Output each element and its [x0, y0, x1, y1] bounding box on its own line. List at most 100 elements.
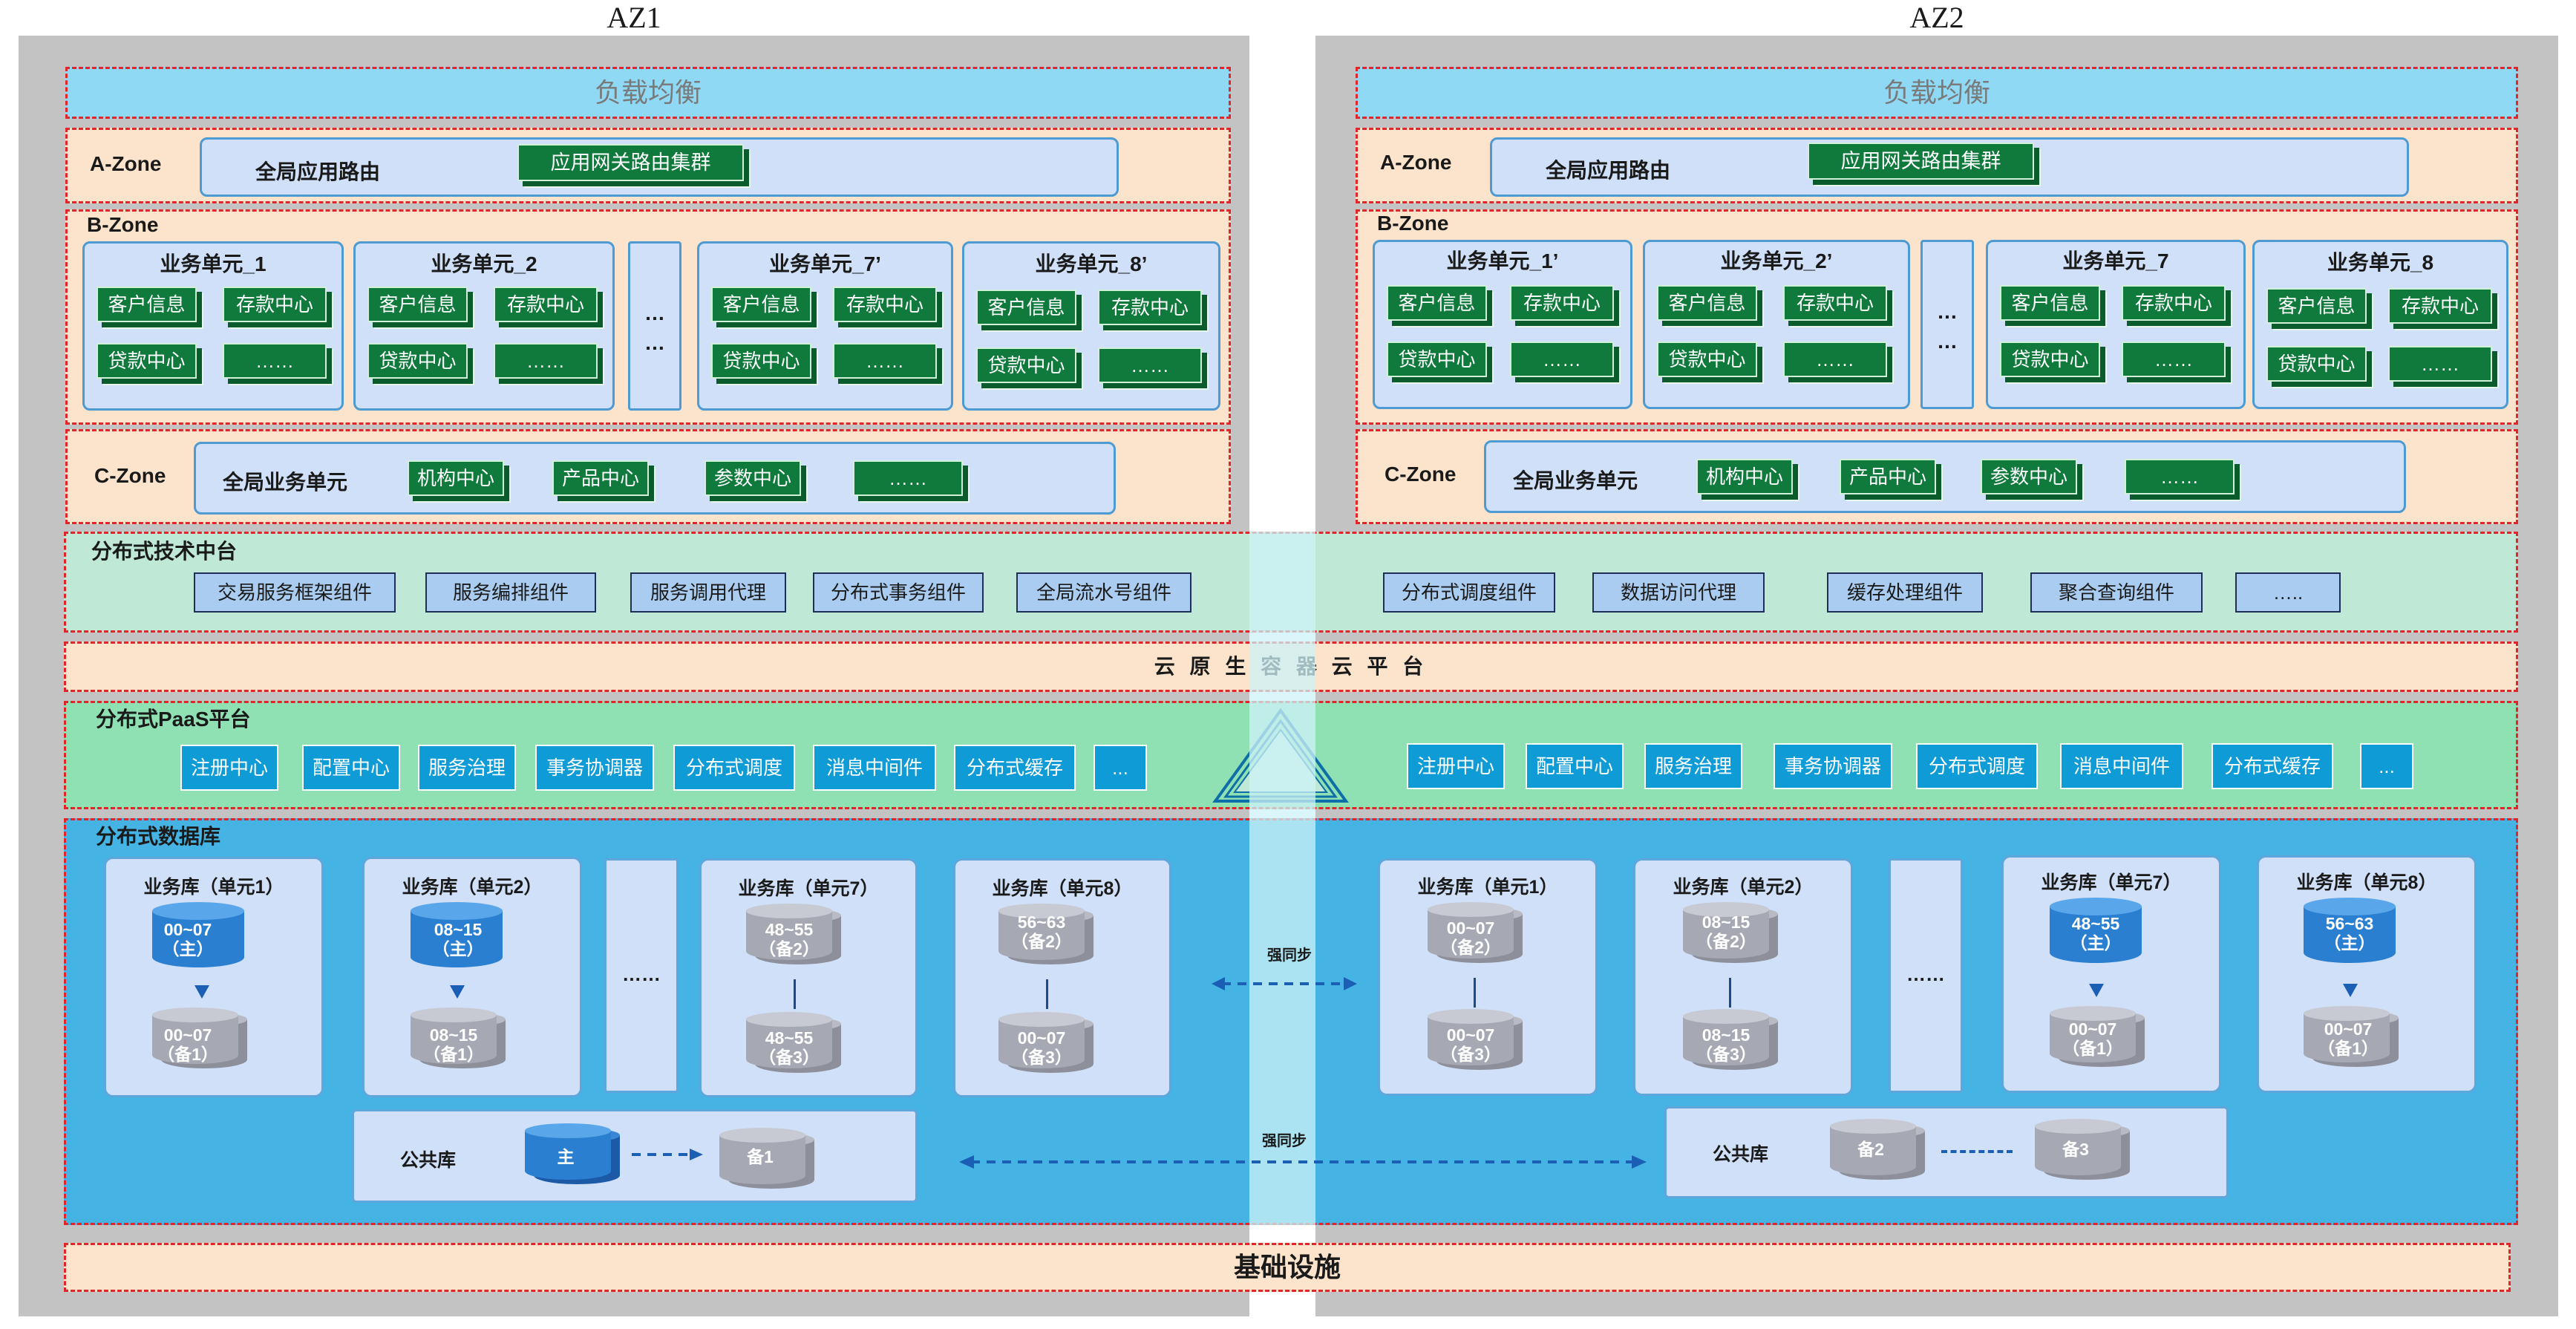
paas-component: 事务协调器 — [1774, 743, 1892, 789]
paas-component: 消息中间件 — [2060, 743, 2183, 789]
component-customer-info: 客户信息 — [2266, 288, 2367, 324]
az1-a-zone-label: A-Zone — [90, 152, 162, 175]
az2-unit-ellipsis-panel: … … — [1920, 240, 1974, 409]
database-master-icon — [525, 1123, 620, 1184]
az2-db-unit7: 业务库（单元7） 48~55 （主） 00~07 （备1） — [2001, 855, 2221, 1093]
az1-title: AZ1 — [607, 1, 661, 34]
component-loan-center: 贷款中心 — [2000, 342, 2100, 377]
component-customer-info: 客户信息 — [2000, 285, 2100, 321]
component-customer-info: 客户信息 — [1657, 285, 1757, 321]
db-title: 业务库（单元1） — [1417, 877, 1558, 898]
component-deposit-center: 存款中心 — [2388, 288, 2492, 324]
component-more: …… — [2388, 346, 2492, 382]
ellipsis-1: … — [1937, 300, 1958, 323]
db-top-role: （备2） — [1440, 938, 1501, 957]
component-deposit-center: 存款中心 — [1510, 285, 1614, 321]
az1-global-unit-title: 全局业务单元 — [223, 471, 348, 494]
az2-db-unit1: 业务库（单元1） 00~07 （备2） 00~07 （备3） — [1378, 858, 1598, 1096]
paas-component: 分布式调度 — [1916, 743, 2038, 789]
database-replica-icon — [746, 904, 841, 964]
database-master-icon — [411, 902, 503, 967]
database-replica-icon — [1428, 1009, 1523, 1070]
public-db-label: 公共库 — [400, 1150, 457, 1171]
az1-unit-7: 业务单元_7’ 客户信息 存款中心 贷款中心 …… — [697, 241, 953, 411]
az1-unit-1: 业务单元_1 客户信息 存款中心 贷款中心 …… — [82, 241, 344, 411]
component-param-center: 参数中心 — [705, 460, 801, 496]
unit-title: 业务单元_2 — [431, 252, 537, 275]
ellipsis-2: … — [644, 331, 665, 354]
ellipsis-1: … — [644, 301, 665, 324]
db-title: 业务库（单元1） — [143, 877, 284, 898]
unit-title: 业务单元_1’ — [1446, 249, 1559, 272]
db-bottom-role: （备3） — [759, 1048, 820, 1067]
db-bottom-range: 00~07 — [2324, 1019, 2373, 1039]
az2-unit-8: 业务单元_8 客户信息 存款中心 贷款中心 …… — [2252, 240, 2508, 409]
link-line — [794, 979, 796, 1009]
az1-unit-ellipsis-panel: … … — [628, 241, 681, 411]
az2-b-zone-label: B-Zone — [1377, 212, 1449, 235]
db-bottom-range: 00~07 — [2068, 1019, 2117, 1039]
component-more: …… — [833, 343, 937, 379]
component-more: …… — [1098, 347, 1202, 383]
paas-component: 注册中心 — [180, 745, 278, 791]
public-db-label: 公共库 — [1713, 1144, 1769, 1165]
db-ellipsis: …… — [622, 963, 661, 985]
az2-global-router-label: 全局应用路由 — [1546, 159, 1671, 182]
component-loan-center: 贷款中心 — [976, 347, 1076, 383]
az2-load-balance: 负载均衡 — [1356, 67, 2518, 119]
database-replica-icon — [2050, 1006, 2145, 1067]
database-replica-icon — [411, 1008, 506, 1068]
az1-db-unit2: 业务库（单元2） 08~15 （主） 08~15 （备1） — [362, 857, 582, 1097]
link-line — [1729, 978, 1731, 1008]
az1-load-balance-label: 负载均衡 — [594, 77, 702, 108]
link-line — [1046, 979, 1048, 1009]
db-top-role: （备2） — [1696, 932, 1756, 951]
database-master-icon — [152, 902, 244, 967]
tech-component: 全局流水号组件 — [1016, 572, 1191, 613]
db-bottom-role: （备1） — [423, 1045, 484, 1064]
az2-load-balance-label: 负载均衡 — [1883, 77, 1990, 108]
ellipsis-2: … — [1937, 330, 1958, 353]
component-loan-center: 贷款中心 — [1657, 342, 1757, 377]
db-bottom-range: 08~15 — [1701, 1025, 1750, 1045]
component-customer-info: 客户信息 — [367, 287, 468, 322]
db-top-range: 08~15 — [1701, 912, 1750, 932]
component-loan-center: 贷款中心 — [97, 343, 197, 379]
paas-component: 服务治理 — [1644, 743, 1742, 789]
db-bottom-role: （备3） — [1440, 1045, 1501, 1064]
az2-c-zone-label: C-Zone — [1385, 463, 1457, 486]
az2-title: AZ2 — [1909, 1, 1964, 34]
az1-unit-2: 业务单元_2 客户信息 存款中心 贷款中心 …… — [353, 241, 615, 411]
az1-c-zone: C-Zone 全局业务单元 机构中心 产品中心 参数中心 …… — [65, 429, 1231, 524]
paas-component: 分布式缓存 — [954, 745, 1076, 791]
db-bottom-role: （备1） — [2318, 1039, 2379, 1058]
center-divider-strip — [1249, 532, 1315, 1225]
database-replica-icon — [998, 904, 1094, 964]
db-label: 分布式数据库 — [96, 825, 221, 848]
paas-component: 注册中心 — [1407, 743, 1505, 789]
db-top-range: 48~55 — [765, 920, 814, 939]
paas-component: 配置中心 — [302, 745, 400, 791]
paas-label: 分布式PaaS平台 — [96, 708, 251, 731]
database-replica-icon — [1830, 1119, 1925, 1180]
db-ellipsis: …… — [1906, 963, 1945, 985]
paas-component: 分布式缓存 — [2211, 743, 2333, 789]
az1-db-unit8: 业务库（单元8） 56~63 （备2） 00~07 （备3） — [953, 858, 1171, 1097]
component-loan-center: 贷款中心 — [367, 343, 468, 379]
component-more: …… — [1510, 342, 1614, 377]
public-db-left-role: 主 — [557, 1147, 575, 1166]
db-top-range: 56~63 — [1017, 912, 1066, 932]
az1-global-router-label: 全局应用路由 — [255, 160, 381, 183]
az2-global-router-panel: 全局应用路由 应用网关路由集群 — [1490, 137, 2409, 197]
db-title: 业务库（单元7） — [2041, 872, 2182, 893]
sync-label-upper: 强同步 — [1267, 947, 1312, 964]
arrow-down-icon — [450, 985, 465, 999]
component-loan-center: 贷款中心 — [711, 343, 811, 379]
database-replica-icon — [998, 1012, 1094, 1073]
az1-db-unit1: 业务库（单元1） 00~07 （主） 00~07 （备1） — [104, 857, 324, 1097]
db-title: 业务库（单元2） — [402, 877, 543, 898]
tech-component: 服务调用代理 — [630, 572, 786, 613]
az2-b-zone: B-Zone 业务单元_1’ 客户信息 存款中心 贷款中心 …… 业务单元_2’… — [1356, 209, 2518, 425]
az2-unit-1: 业务单元_1’ 客户信息 存款中心 贷款中心 …… — [1373, 240, 1632, 409]
component-more: …… — [1783, 342, 1887, 377]
